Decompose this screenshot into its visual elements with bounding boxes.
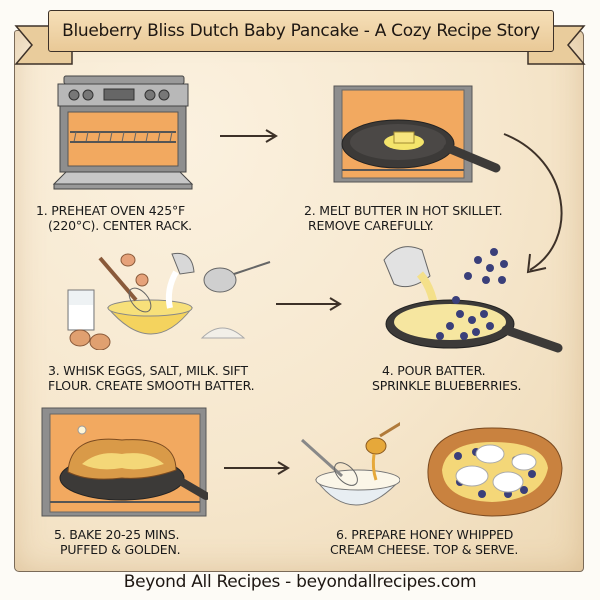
skillet-butter-in-oven-icon xyxy=(333,85,501,183)
step-5-caption: 5. BAKE 20-25 MINS.PUFFED & GOLDEN. xyxy=(54,527,181,557)
curved-arrow-down-icon xyxy=(503,133,563,274)
arrow-right-icon xyxy=(276,297,342,311)
step-1-caption: 1. PREHEAT OVEN 425°F(220°C). CENTER RAC… xyxy=(36,203,192,233)
arrow-right-icon xyxy=(220,129,278,143)
title-banner: Blueberry Bliss Dutch Baby Pancake - A C… xyxy=(48,10,554,52)
dutch-baby-baking-icon xyxy=(41,407,208,517)
finished-pancake-icon xyxy=(427,427,563,517)
footer-credit: Beyond All Recipes - beyondallrecipes.co… xyxy=(123,572,477,592)
arrow-right-icon xyxy=(224,461,290,475)
step-2-caption: 2. MELT BUTTER IN HOT SKILLET.REMOVE CAR… xyxy=(304,203,503,233)
oven-open-icon xyxy=(52,75,194,190)
mixing-bowl-ingredients-icon xyxy=(67,252,271,350)
honey-whipped-cream-bowl-icon xyxy=(300,422,400,506)
page-title: Blueberry Bliss Dutch Baby Pancake - A C… xyxy=(62,21,540,41)
step-4-caption: 4. POUR BATTER.SPRINKLE BLUEBERRIES. xyxy=(372,363,522,393)
skillet-batter-blueberries-icon xyxy=(383,246,563,353)
